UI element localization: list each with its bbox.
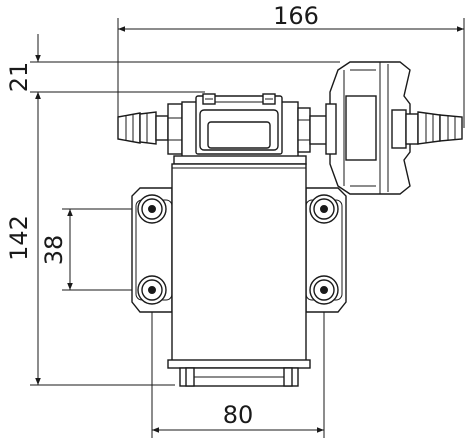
dimension-mount-horizontal: 80 (151, 290, 325, 438)
bypass-valve (325, 61, 411, 195)
dimension-label-80: 80 (223, 401, 254, 429)
right-hex-nut (297, 107, 329, 153)
dimension-mount-vertical: 38 (40, 208, 152, 291)
left-hose-barb (117, 111, 169, 145)
left-hex-nut (167, 103, 183, 155)
dimension-label-142: 142 (5, 215, 33, 261)
dimension-overall-width: 166 (117, 2, 465, 128)
dimension-label-21: 21 (5, 62, 33, 93)
mount-hole-top-right (309, 194, 339, 224)
pump-head-housing (173, 93, 307, 165)
mount-hole-bottom-right (309, 275, 339, 305)
mount-hole-top-left (137, 194, 167, 224)
dimension-label-166: 166 (273, 2, 319, 30)
dimension-label-38: 38 (40, 235, 68, 266)
mount-hole-bottom-left (137, 275, 167, 305)
dimension-overall-height: 142 (5, 92, 175, 386)
right-hose-barb (405, 111, 463, 145)
motor-body (167, 163, 311, 369)
dimension-top-offset: 21 (5, 34, 340, 120)
motor-end-cap (179, 367, 299, 387)
